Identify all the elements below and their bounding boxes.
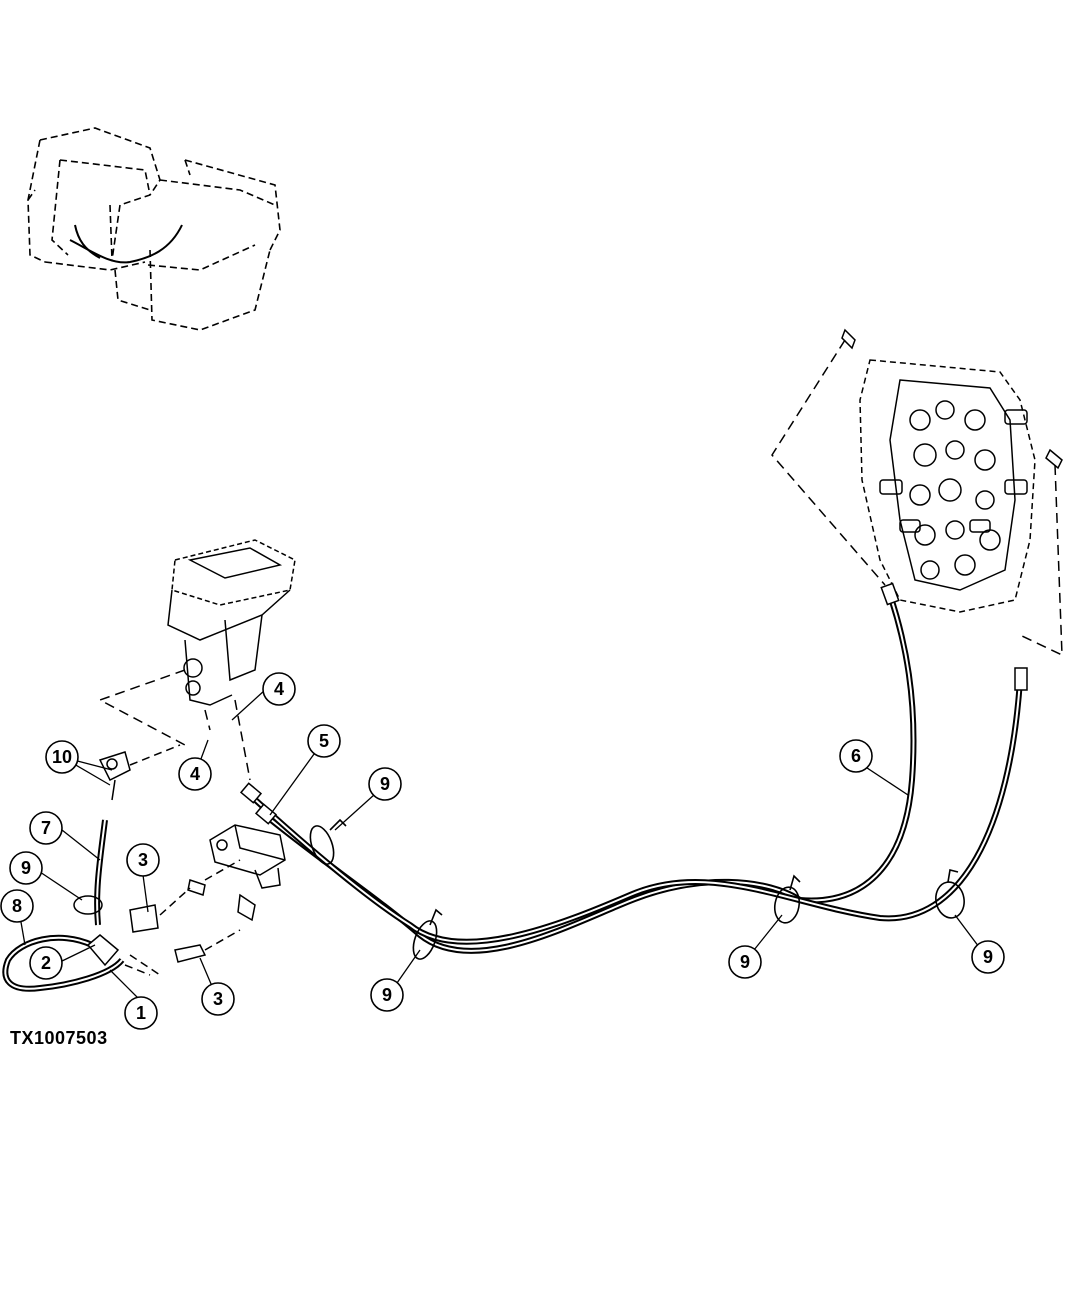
callout-9-upper: 9 (368, 767, 402, 801)
left-assembly-leader-lines (124, 744, 181, 976)
callout-leaders (17, 689, 986, 1001)
callout-3-lower: 3 (201, 982, 235, 1016)
machine-overview-illustration (27, 127, 281, 331)
svg-text:3: 3 (213, 989, 223, 1009)
callout-9-middle-right: 9 (728, 945, 762, 979)
hose-6 (799, 594, 917, 904)
callout-5: 5 (307, 724, 341, 758)
callout-9-far-right: 9 (971, 940, 1005, 974)
svg-text:9: 9 (380, 774, 390, 794)
callout-6: 6 (839, 739, 873, 773)
left-hose-assembly (2, 751, 131, 992)
valve-block-illustration (129, 824, 286, 963)
callout-9-bottom: 9 (370, 978, 404, 1012)
callout-4-upper: 4 (262, 672, 296, 706)
callout-4-lower: 4 (178, 757, 212, 791)
control-valve-illustration (841, 328, 1063, 613)
callout-1: 1 (124, 996, 158, 1030)
callout-8: 8 (0, 889, 34, 923)
callout-9-left: 9 (9, 851, 43, 885)
svg-text:9: 9 (983, 947, 993, 967)
hose-secondary (247, 679, 1023, 945)
callout-3-upper: 3 (126, 843, 160, 877)
callout-10: 10 (45, 740, 79, 774)
callout-2: 2 (29, 946, 63, 980)
control-valve-leader-lines (771, 339, 1063, 657)
svg-text:7: 7 (41, 818, 51, 838)
valve-block-leader-lines (129, 859, 241, 976)
svg-text:2: 2 (41, 953, 51, 973)
svg-text:6: 6 (851, 746, 861, 766)
svg-text:8: 8 (12, 896, 22, 916)
hose-clamps (309, 818, 965, 960)
pilot-valve-leader-lines (98, 669, 251, 781)
callout-7: 7 (29, 811, 63, 845)
svg-text:3: 3 (138, 850, 148, 870)
svg-text:9: 9 (21, 858, 31, 878)
svg-text:9: 9 (382, 985, 392, 1005)
machine-overview-highlight (69, 224, 183, 264)
svg-text:5: 5 (319, 731, 329, 751)
hose-fittings (239, 582, 1028, 825)
svg-text:9: 9 (740, 952, 750, 972)
svg-text:4: 4 (274, 679, 284, 699)
pilot-valve-illustration (167, 539, 296, 706)
figure-identifier: TX1007503 (10, 1028, 108, 1048)
svg-text:1: 1 (136, 1003, 146, 1023)
svg-text:4: 4 (190, 764, 200, 784)
svg-text:10: 10 (52, 747, 72, 767)
